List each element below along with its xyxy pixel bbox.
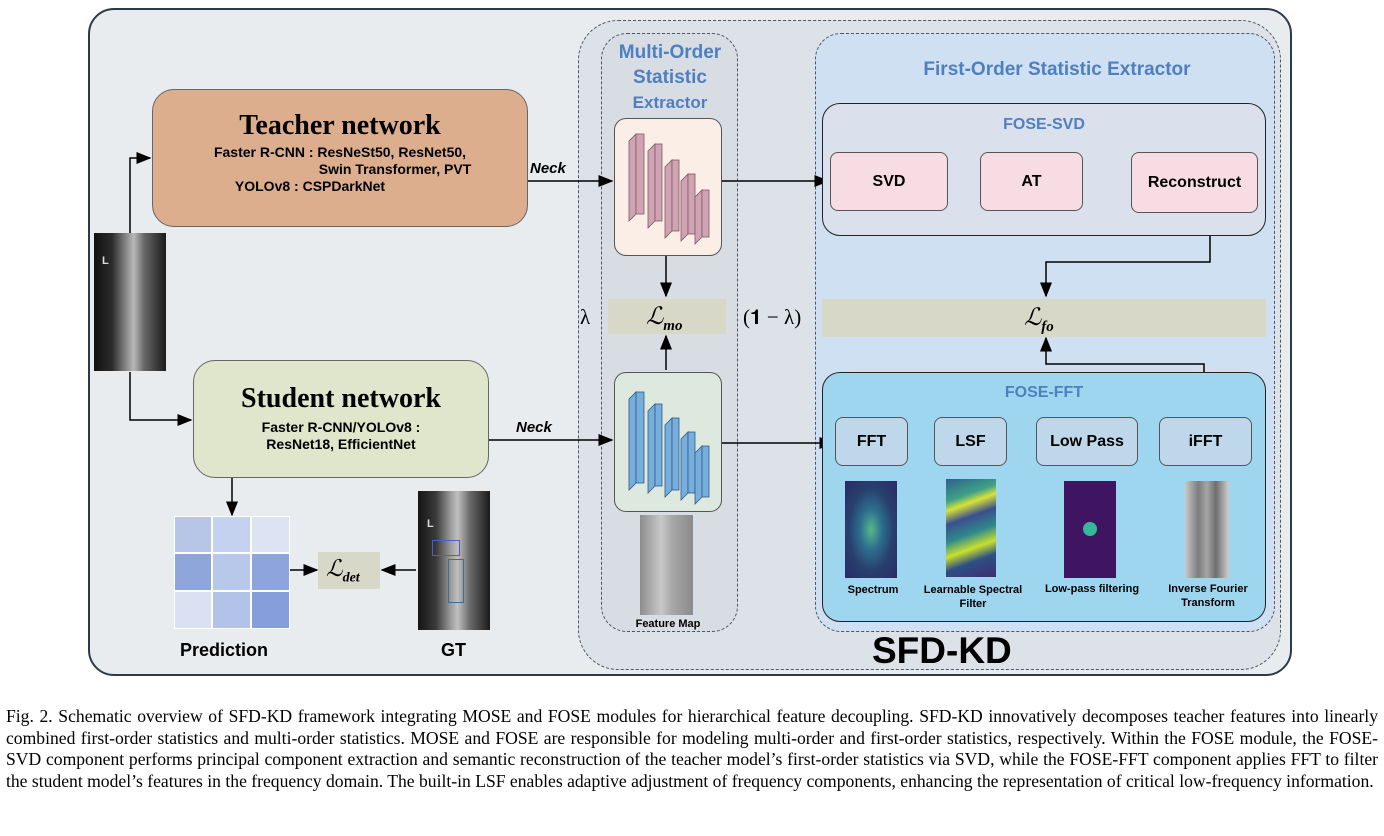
gt-bbox-2	[448, 559, 464, 603]
student-layer-stack-icon	[628, 391, 710, 505]
lowpass-dot	[1083, 522, 1097, 536]
mose-title: Multi-Order Statistic Extractor	[602, 40, 738, 115]
det-loss-symbol: ℒ	[326, 556, 343, 581]
fo-loss-subscript: fo	[1041, 318, 1054, 335]
det-loss-label: ℒdet	[326, 556, 360, 587]
ifft-op: iFFT	[1159, 417, 1252, 466]
input-xray-image: L	[94, 233, 166, 371]
teacher-line-3: YOLOv8 : CSPDarkNet	[234, 178, 386, 194]
spectrum-image	[845, 481, 897, 578]
det-loss-bar	[318, 552, 380, 589]
teacher-feature-cube	[614, 118, 722, 256]
gt-xray-image: L	[418, 491, 490, 630]
lowpass-image	[1064, 481, 1116, 578]
teacher-layer-stack-icon	[628, 133, 710, 245]
fft-op: FFT	[835, 417, 908, 466]
figure-caption: Fig. 2. Schematic overview of SFD-KD fra…	[6, 706, 1378, 791]
mose-title-line-2: Statistic	[633, 67, 707, 88]
teacher-line-1: Faster R-CNN : ResNeSt50, ResNet50,	[213, 144, 467, 160]
xray-marker: L	[102, 255, 109, 267]
fose-svd-title: FOSE-SVD	[1003, 116, 1085, 133]
gt-xray-marker: L	[427, 518, 434, 530]
prediction-grid	[174, 516, 290, 629]
mo-loss-label: ℒmo	[646, 302, 682, 335]
teacher-network-box: Teacher network Faster R-CNN : ResNeSt50…	[152, 89, 528, 227]
student-title: Student network	[241, 383, 441, 414]
fo-loss-bar	[822, 299, 1266, 337]
student-neck-label: Neck	[516, 419, 552, 436]
input-to-teacher-arrow	[129, 152, 152, 234]
student-line-2: ResNet18, EfficientNet	[266, 436, 416, 452]
input-to-student-arrow	[129, 372, 193, 426]
lowpass-op: Low Pass	[1036, 417, 1138, 466]
mo-loss-subscript: mo	[663, 317, 683, 334]
feature-map-label: Feature Map	[635, 618, 701, 630]
mo-loss-symbol: ℒ	[646, 304, 664, 330]
student-line-1: Faster R-CNN/YOLOv8 :	[261, 419, 421, 435]
det-loss-subscript: det	[342, 570, 360, 586]
lsf-op: LSF	[934, 417, 1007, 466]
teacher-line-2: Swin Transformer, PVT	[318, 161, 472, 177]
teacher-neck-label: Neck	[530, 160, 566, 177]
mose-title-line-1: Multi-Order	[618, 42, 722, 63]
teacher-title: Teacher network	[239, 110, 441, 141]
at-op: AT	[980, 152, 1083, 211]
lambda-label: λ	[580, 305, 591, 329]
one-minus-lambda-label: (𝟏 − λ)	[743, 305, 802, 329]
gt-label: GT	[441, 640, 466, 660]
fo-loss-label: ℒfo	[1024, 303, 1054, 336]
fose-title: First-Order Statistic Extractor	[923, 59, 1191, 80]
fo-loss-symbol: ℒ	[1024, 305, 1042, 331]
mose-title-line-3: Extractor	[632, 93, 708, 112]
framework-label: SFD-KD	[872, 630, 1012, 671]
inverse-fourier-image	[1185, 481, 1229, 578]
fose-fft-title: FOSE-FFT	[1004, 384, 1084, 401]
student-feature-cube	[614, 372, 722, 512]
student-network-box: Student network Faster R-CNN/YOLOv8 : Re…	[193, 360, 489, 478]
learnable-filter-caption: Learnable Spectral Filter	[923, 584, 1023, 610]
gt-bbox	[432, 540, 460, 556]
reconstruct-to-fo-arrow	[1040, 213, 1211, 298]
lowpass-caption: Low-pass filtering	[1044, 583, 1140, 595]
learnable-filter-image	[946, 479, 996, 577]
inverse-fourier-caption: Inverse Fourier Transform	[1168, 583, 1248, 609]
spectrum-caption: Spectrum	[847, 584, 899, 596]
mo-loss-bar	[608, 299, 726, 334]
reconstruct-op: Reconstruct	[1131, 152, 1258, 213]
prediction-label: Prediction	[180, 640, 269, 660]
feature-map-image	[640, 515, 693, 615]
svd-op: SVD	[830, 152, 948, 211]
